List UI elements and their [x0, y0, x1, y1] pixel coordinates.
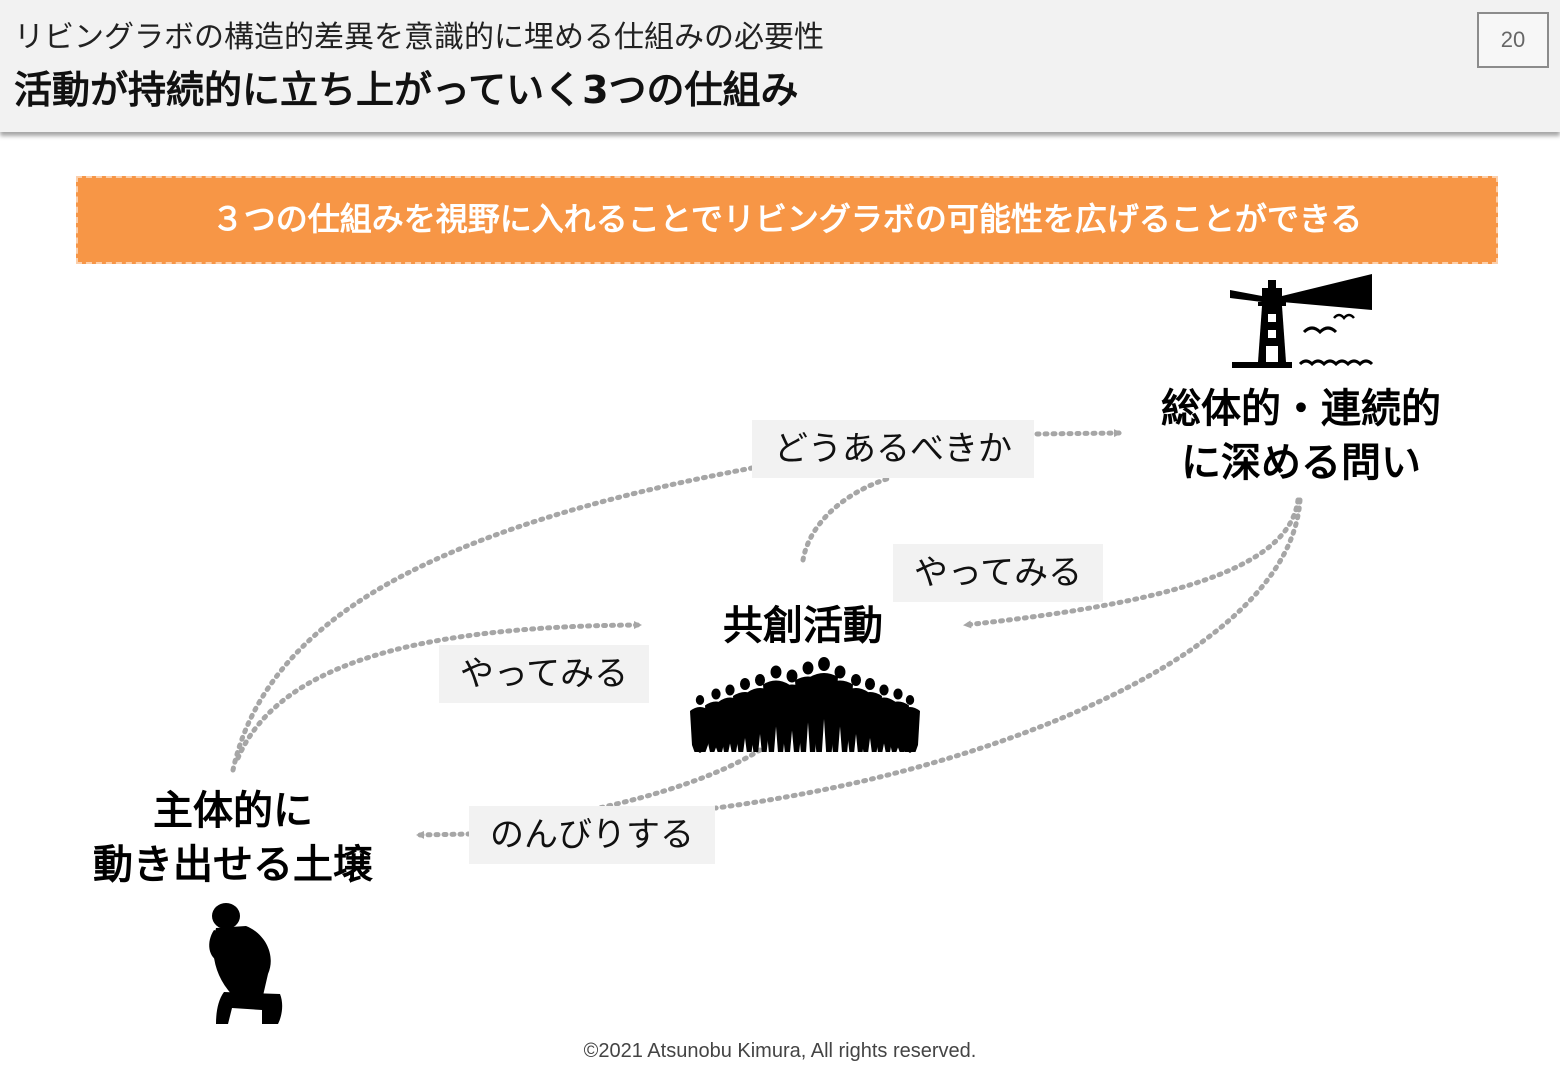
lighthouse-icon — [1230, 274, 1374, 368]
thinker-icon — [209, 903, 283, 1024]
edge-label-how-it-should-be: どうあるべきか — [752, 420, 1034, 478]
node-cocreation-label: 共創活動 — [723, 603, 883, 649]
connector-inquiry-to-cocreation — [962, 497, 1301, 629]
slide-title: 活動が持続的に立ち上がっていく3つの仕組み — [14, 68, 799, 112]
edge-label-take-it-easy: のんびりする — [469, 806, 715, 864]
node-inquiry: 総体的・連続的 に深める問い — [1140, 382, 1462, 490]
copyright-footer: ©2021 Atsunobu Kimura, All rights reserv… — [583, 1040, 977, 1062]
node-inquiry-line1: 総体的・連続的 — [1161, 386, 1441, 432]
node-ground-line2: 動き出せる土壌 — [93, 842, 373, 888]
connector-label-to-ground — [415, 830, 473, 839]
key-message-banner: ３つの仕組みを視野に入れることでリビングラボの可能性を広げることができる — [76, 176, 1498, 264]
connector-ground-to-cocreation — [235, 621, 643, 761]
node-ground-line1: 主体的に — [153, 788, 313, 834]
connector-label-to-inquiry — [1034, 429, 1123, 438]
page-number: 20 — [1477, 12, 1549, 68]
connector-inquiry-to-ground — [713, 497, 1303, 811]
connector-cocreation-to-ground — [587, 747, 763, 813]
connector-cocreation-to-question — [800, 475, 893, 563]
node-inquiry-line2: に深める問い — [1181, 440, 1421, 486]
crowd-icon — [690, 657, 920, 753]
connector-ground-to-inquiry — [230, 465, 755, 773]
node-cocreation: 共創活動 — [690, 600, 916, 652]
slide-subtitle: リビングラボの構造的差異を意識的に埋める仕組みの必要性 — [14, 20, 824, 55]
edge-label-try-it-upper: やってみる — [893, 544, 1103, 602]
node-ground: 主体的に 動き出せる土壌 — [70, 784, 396, 892]
edge-label-try-it-lower: やってみる — [439, 645, 649, 703]
slide-header: リビングラボの構造的差異を意識的に埋める仕組みの必要性 活動が持続的に立ち上がっ… — [0, 0, 1560, 132]
